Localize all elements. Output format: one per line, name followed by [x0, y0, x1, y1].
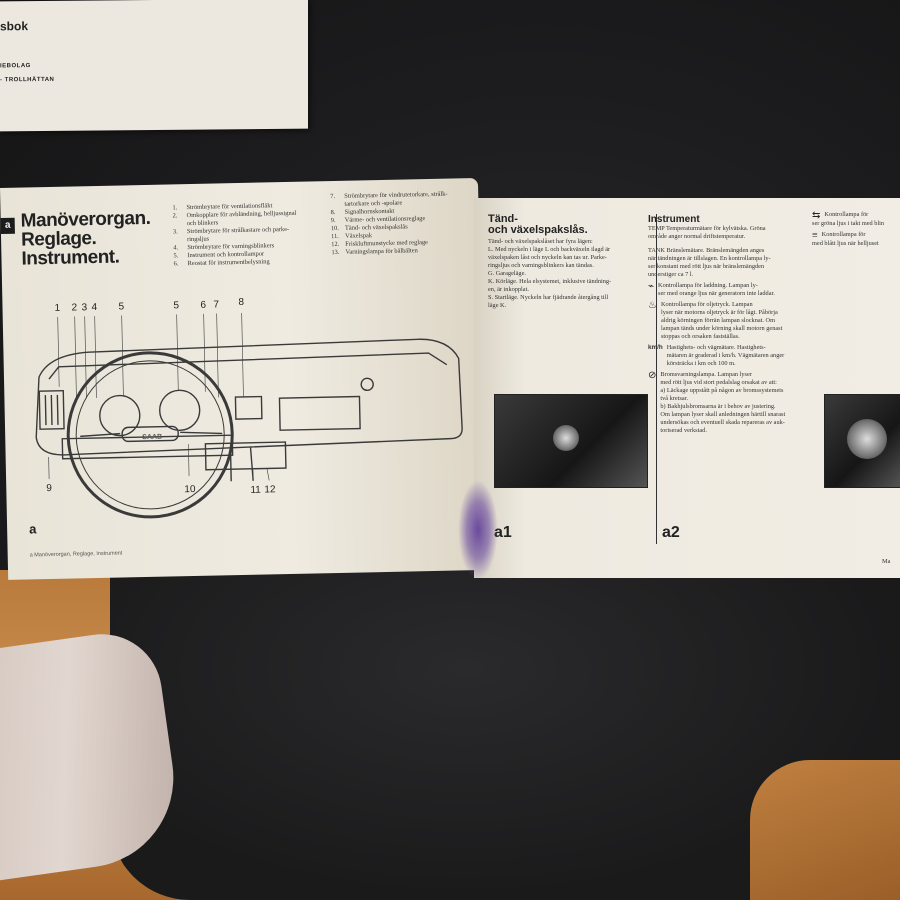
controls-list-left: 1.Strömbrytare för ventilationsfläkt 2.O… [172, 201, 333, 268]
booklet-location: - TROLLHÄTTAN [0, 76, 55, 84]
page-title: Manöverorgan. Reglage. Instrument. [20, 208, 151, 270]
floor-corner [750, 760, 900, 900]
callout-2: 2 [71, 302, 78, 314]
battery-charge-icon: ⌁ [648, 281, 655, 292]
callout-7: 7 [213, 299, 220, 311]
a1-title: Tänd- och växelspakslås. [488, 214, 646, 236]
a1-line: läge K. [488, 302, 507, 309]
open-manual: a Manöverorgan. Reglage. Instrument. 1.S… [0, 177, 900, 580]
controls-list-right: 7.Strömbrytare för vindrutetorkare, strå… [330, 190, 481, 257]
a2-charge: ⌁ Kontrollampa för laddning. Lampan ly- … [648, 281, 775, 298]
a1-title-line-2: och växelspakslås. [488, 224, 588, 236]
a2-page-label: a2 [662, 524, 680, 541]
callout-10: 10 [184, 483, 196, 496]
a1-line: L. Med nyckeln i läge L och backväxeln i… [488, 246, 611, 253]
callout-4: 4 [91, 301, 98, 314]
callout-5a: 5 [118, 301, 125, 313]
corner-text: Ma [882, 558, 891, 565]
a1-title-line-1: Tänd- [488, 213, 518, 225]
callout-11: 11 [250, 484, 261, 496]
callout-3: 3 [81, 302, 88, 314]
callout-8: 8 [238, 296, 245, 309]
section-next: ⇆ Kontrollampa för ser gröna ljus i takt… [812, 210, 885, 248]
a2-oil: ♨ Kontrollampa för oljetryck. Lampan lys… [648, 300, 783, 341]
a1-line: växelspaken låst och nyckeln kan tas ur.… [488, 254, 607, 261]
callout-12: 12 [264, 484, 276, 496]
a2-tank: TANK Bränslemätare. Bränslemängden anges… [648, 247, 771, 278]
ignition-key-knob [553, 425, 579, 451]
high-beam-icon: ≡ [812, 230, 818, 241]
gauge-dial [847, 419, 887, 459]
section-a2: Instrument TEMP Temperaturmätare för kyl… [648, 214, 828, 435]
section-a1: Tänd- och växelspakslås. Tänd- och växel… [488, 214, 646, 310]
kmh-label: km/h [648, 344, 663, 351]
callout-5b: 5 [173, 300, 180, 312]
a1-line: en, är inkopplat. [488, 286, 529, 293]
ink-stain [458, 480, 498, 580]
callout-9: 9 [46, 482, 52, 495]
turn-signal-icon: ⇆ [812, 210, 821, 221]
a2-speedometer: km/h Hastighets- och vägmätare. Hastighe… [648, 344, 785, 367]
page-letter: a [28, 521, 37, 537]
a1-line: S. Startläge. Nyckeln har fjädrande åter… [488, 294, 609, 301]
diagram-callouts: 1 2 3 4 5 5 6 7 8 9 10 11 12 [0, 178, 478, 496]
right-page: Tänd- och växelspakslås. Tänd- och växel… [474, 198, 900, 578]
booklet-publisher: IEBOLAG [0, 63, 31, 70]
list-item: 13.Varningslampa för bälbälten [331, 247, 418, 257]
a1-line: ringsljus och varningsblinkers kan tända… [488, 262, 594, 269]
a2-temp: TEMP Temperaturmätare för kylvätska. Grö… [648, 225, 766, 240]
booklet-title: sbok [0, 19, 29, 34]
a1-line: K. Körläge. Hela elsystemet, inklusive t… [488, 278, 612, 285]
dashboard-diagram: SAAB [35, 312, 463, 519]
a2-brake: ⊘ Bromsvarningslampa. Lampan lyser med r… [648, 370, 786, 435]
section-badge: a [0, 217, 15, 234]
instrument-cluster-photo [824, 394, 900, 488]
a1-body: Tänd- och växelspakslåset har fyra lägen… [488, 238, 646, 310]
a1-line: Tänd- och växelspakslåset har fyra lägen… [488, 238, 593, 245]
top-booklet: sbok IEBOLAG - TROLLHÄTTAN [0, 0, 308, 132]
ignition-lock-photo [494, 394, 648, 488]
callout-1: 1 [54, 302, 61, 314]
a1-page-label: a1 [494, 524, 512, 541]
title-line-3: Instrument. [21, 246, 120, 270]
svg-text:SAAB: SAAB [142, 434, 162, 441]
a1-line: G. Garageläge. [488, 270, 526, 277]
column-divider [656, 214, 657, 544]
page-footer: a Manöverorgan, Reglage, Instrument [29, 550, 123, 559]
callout-6: 6 [200, 299, 207, 311]
brake-warning-icon: ⊘ [648, 370, 657, 381]
oil-can-icon: ♨ [648, 300, 657, 311]
a2-title: Instrument [648, 214, 700, 225]
left-page: a Manöverorgan. Reglage. Instrument. 1.S… [0, 177, 487, 580]
